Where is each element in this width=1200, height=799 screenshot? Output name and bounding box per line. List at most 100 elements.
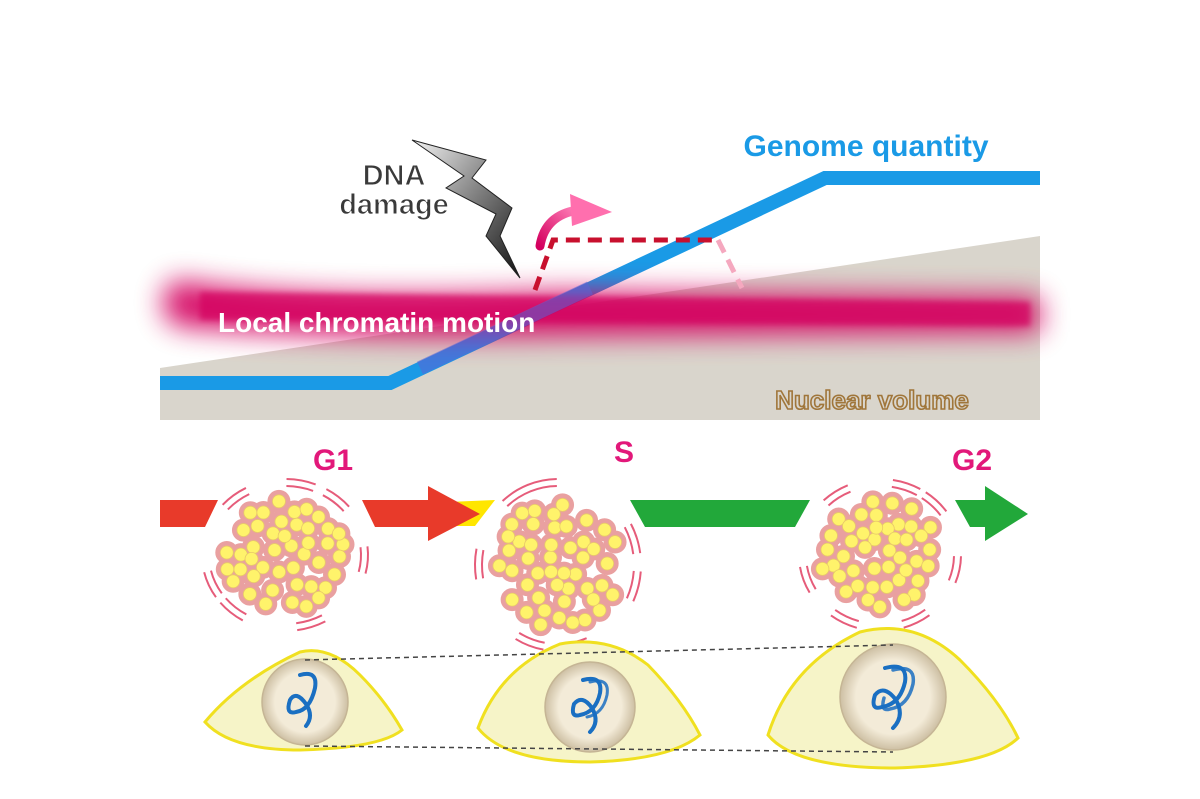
nucleosome — [568, 567, 583, 582]
nucleosome — [897, 592, 911, 607]
nucleosome-ring — [900, 497, 924, 521]
dna-damage-label-line2: damage — [339, 189, 449, 221]
nucleosome — [318, 580, 333, 595]
motion-mark — [364, 546, 369, 574]
nucleosome — [226, 574, 241, 589]
nucleosome-ring — [894, 558, 918, 582]
nucleosome — [836, 549, 851, 564]
nucleosome — [557, 566, 571, 581]
motion-mark — [297, 620, 326, 632]
genome-quantity-line — [160, 171, 1040, 390]
nucleosome — [267, 543, 282, 557]
nucleosome — [289, 517, 304, 532]
nucleosome — [242, 587, 257, 601]
nucleosome — [914, 528, 929, 543]
nucleosome — [504, 517, 519, 532]
nucleosome — [923, 520, 938, 535]
nucleosome — [505, 563, 519, 578]
nucleosome — [519, 605, 534, 620]
chromatin-motion-label: Local chromatin motion — [218, 307, 535, 338]
nucleosome — [327, 567, 342, 582]
nucleosome — [520, 577, 535, 592]
nucleosome — [530, 566, 545, 581]
motion-mark — [474, 548, 478, 580]
nucleus-size-guides — [304, 644, 894, 753]
nucleosome — [244, 551, 259, 566]
chromatin-cluster-s — [474, 478, 642, 652]
nucleosome — [854, 507, 869, 522]
nucleosome — [547, 520, 562, 535]
genome-line-overlay — [417, 281, 593, 375]
motion-mark — [834, 609, 860, 623]
nucleosome — [286, 560, 301, 575]
nucleosome — [579, 513, 594, 528]
nucleosome — [831, 512, 846, 526]
nucleosome — [277, 529, 292, 543]
nucleosome — [578, 613, 592, 627]
nucleosome — [586, 542, 601, 556]
motion-mark — [210, 570, 223, 594]
nucleosome — [256, 505, 271, 520]
nucleosome — [861, 593, 875, 607]
cell-g1 — [203, 649, 404, 752]
nucleosome — [243, 505, 258, 520]
motion-mark — [529, 485, 557, 493]
nucleosome — [922, 542, 937, 557]
nucleosome — [502, 543, 516, 558]
nucleosome — [605, 587, 620, 602]
nucleosome — [311, 590, 326, 605]
nucleosome — [311, 555, 326, 570]
motion-mark — [322, 494, 345, 512]
nucleosome — [301, 535, 316, 550]
motion-mark — [221, 487, 247, 506]
nucleosome — [544, 537, 559, 552]
nucleosome — [600, 556, 615, 571]
nucleosome — [595, 578, 609, 593]
motion-mark — [481, 549, 485, 579]
nucleosome — [832, 569, 847, 584]
g1-arrow-tail — [160, 500, 218, 527]
nucleosome — [865, 494, 880, 509]
nucleosome — [921, 559, 936, 573]
motion-mark — [623, 526, 635, 555]
nucleosome — [580, 581, 595, 596]
nucleosome — [544, 564, 558, 579]
nucleosome — [899, 532, 914, 547]
nucleosome — [911, 573, 925, 588]
nucleosome — [236, 523, 251, 537]
nucleosome — [320, 536, 335, 551]
phase-label-s: S — [614, 436, 634, 469]
nucleosome — [543, 550, 558, 565]
nucleosome — [892, 573, 906, 587]
nucleosome — [865, 580, 880, 595]
nucleosome — [885, 496, 900, 511]
motion-mark — [227, 493, 250, 511]
nucleosome-ring — [515, 573, 539, 597]
nucleosome-ring — [582, 537, 606, 561]
nucleosome-ring — [575, 508, 599, 532]
nucleosome — [839, 584, 854, 599]
nucleosome — [527, 503, 542, 518]
nucleosome — [869, 520, 884, 535]
nucleosome — [850, 579, 865, 593]
nucleosome — [287, 505, 302, 519]
nucleosome — [531, 590, 546, 605]
motion-mark — [515, 638, 544, 651]
nucleosome-ring — [593, 518, 617, 542]
nucleosome — [272, 494, 286, 509]
motion-mark — [947, 556, 955, 581]
nucleosome — [299, 599, 314, 614]
nucleosome — [557, 594, 572, 609]
g2-arrow-head — [955, 486, 1028, 541]
nucleosome — [555, 497, 570, 512]
motion-mark — [518, 632, 545, 644]
motion-mark — [822, 484, 849, 502]
nucleosome — [331, 526, 346, 541]
cell-cycle-arrows — [160, 486, 1028, 541]
nucleosome — [565, 615, 580, 630]
nucleosome — [246, 569, 261, 584]
nucleosome — [844, 534, 859, 549]
phase-label-g1: G1 — [313, 444, 353, 477]
